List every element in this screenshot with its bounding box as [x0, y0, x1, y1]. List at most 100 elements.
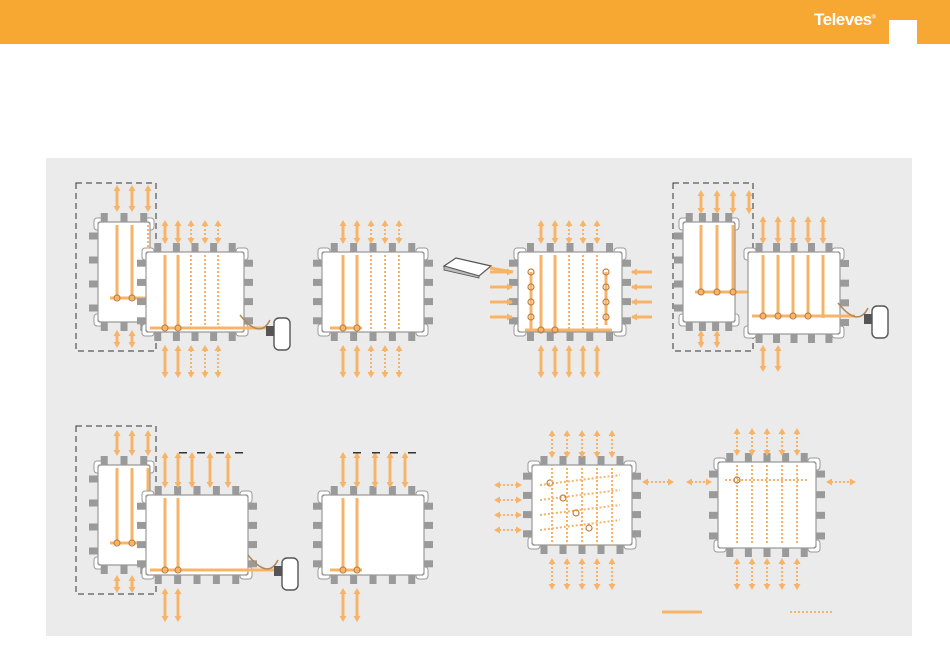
arrowhead-icon: [746, 208, 753, 214]
f-connector: [370, 575, 377, 584]
arrowhead-icon: [340, 238, 347, 244]
arrowhead-icon: [396, 220, 403, 226]
f-connector: [424, 503, 433, 510]
f-connector: [174, 486, 181, 495]
f-connector: [370, 243, 377, 252]
arrowhead-icon: [175, 372, 182, 378]
arrowhead-icon: [162, 238, 169, 244]
arrowhead-icon: [749, 428, 756, 434]
arrowhead-icon: [145, 450, 152, 456]
arrowhead-icon: [746, 190, 753, 196]
arrowhead-icon: [494, 497, 500, 504]
arrowhead-icon: [382, 220, 389, 226]
f-connector: [313, 503, 322, 510]
arrowhead-icon: [698, 342, 705, 348]
arrowhead-icon: [609, 452, 616, 458]
f-connector: [137, 541, 146, 548]
f-connector: [213, 575, 220, 584]
arrowhead-icon: [760, 366, 767, 372]
arrowhead-icon: [714, 342, 721, 348]
f-connector: [350, 486, 357, 495]
arrowhead-icon: [594, 220, 601, 226]
f-connector: [244, 279, 253, 286]
f-connector: [174, 575, 181, 584]
arrowhead-icon: [580, 220, 587, 226]
f-connector: [825, 243, 832, 252]
arrowhead-icon: [820, 238, 827, 244]
f-connector: [726, 548, 733, 557]
arrowhead-icon: [354, 588, 361, 594]
arrowhead-icon: [566, 372, 573, 378]
arrowhead-icon: [698, 190, 705, 196]
f-connector: [622, 260, 631, 267]
f-connector: [745, 453, 752, 462]
band-label-tick: [353, 452, 361, 454]
f-connector: [617, 545, 624, 554]
f-connector: [89, 233, 98, 240]
f-connector: [674, 257, 683, 264]
arrowhead-icon: [368, 220, 375, 226]
arrowhead-icon: [631, 314, 637, 321]
arrowhead-icon: [402, 452, 409, 458]
arrowhead-icon: [225, 452, 232, 458]
arrowhead-icon: [794, 428, 801, 434]
arrowhead-icon: [396, 238, 403, 244]
f-connector: [408, 486, 415, 495]
arrowhead-icon: [609, 584, 616, 590]
arrowhead-icon: [114, 575, 121, 581]
f-connector: [424, 522, 433, 529]
f-connector: [408, 332, 415, 341]
arrowhead-icon: [207, 482, 214, 488]
f-connector: [232, 486, 239, 495]
arrowhead-icon: [114, 450, 121, 456]
arrowhead-icon: [764, 428, 771, 434]
arrowhead-icon: [396, 345, 403, 351]
arrowhead-icon: [202, 220, 209, 226]
arrowhead-icon: [340, 482, 347, 488]
arrowhead-icon: [145, 206, 152, 212]
f-connector: [194, 486, 201, 495]
f-connector: [213, 486, 220, 495]
f-connector: [801, 453, 808, 462]
f-connector: [313, 560, 322, 567]
f-connector: [547, 332, 554, 341]
arrowhead-icon: [340, 372, 347, 378]
f-connector: [313, 541, 322, 548]
f-connector: [313, 260, 322, 267]
arrowhead-icon: [368, 345, 375, 351]
f-connector: [424, 317, 433, 324]
arrowhead-icon: [594, 372, 601, 378]
f-connector: [541, 456, 548, 465]
arrowhead-icon: [368, 372, 375, 378]
f-connector: [194, 575, 201, 584]
f-connector: [523, 530, 532, 537]
arrowhead-icon: [162, 588, 169, 594]
f-connector: [89, 305, 98, 312]
arrowhead-icon: [734, 450, 741, 456]
f-connector: [567, 332, 574, 341]
f-connector: [726, 453, 733, 462]
f-connector: [137, 560, 146, 567]
f-connector: [313, 298, 322, 305]
f-connector: [313, 317, 322, 324]
f-connector: [192, 332, 199, 341]
arrowhead-icon: [668, 479, 674, 486]
f-connector: [248, 541, 257, 548]
f-connector: [121, 456, 128, 465]
arrowhead-icon: [188, 372, 195, 378]
arrowhead-icon: [579, 584, 586, 590]
multiswitch-body: [146, 252, 244, 332]
arrowhead-icon: [642, 479, 648, 486]
arrowhead-icon: [516, 482, 522, 489]
arrowhead-icon: [764, 558, 771, 564]
f-connector: [782, 548, 789, 557]
f-connector: [686, 213, 693, 222]
f-connector: [101, 213, 108, 222]
arrowhead-icon: [129, 587, 136, 593]
f-connector: [816, 512, 825, 519]
arrowhead-icon: [402, 482, 409, 488]
band-label-tick: [179, 452, 187, 454]
f-connector: [154, 243, 161, 252]
f-connector: [709, 471, 718, 478]
f-connector: [725, 322, 732, 331]
